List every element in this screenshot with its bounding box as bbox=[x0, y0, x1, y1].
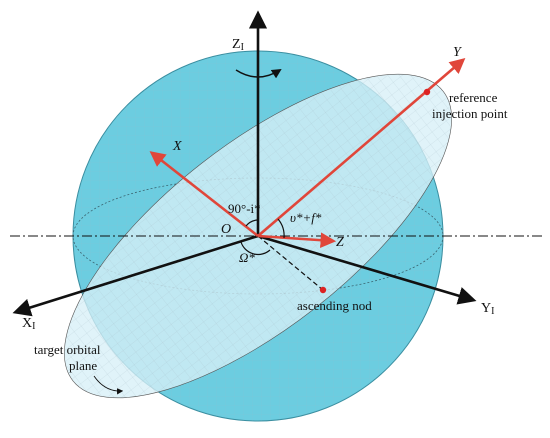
sum-angle-arc bbox=[277, 218, 285, 239]
raan-angle-arc bbox=[240, 241, 271, 256]
label-sum-angle: υ*+f* bbox=[290, 210, 322, 225]
injection-point-dot bbox=[423, 88, 431, 96]
label-ascending-node: ascending nod bbox=[297, 298, 372, 313]
label-origin: O bbox=[221, 222, 231, 237]
z-axis bbox=[257, 232, 337, 248]
target-plane-pointer bbox=[93, 375, 124, 395]
label-inclination-angle: 90°-i* bbox=[228, 201, 261, 216]
ascending-node-dot bbox=[319, 286, 327, 294]
x-axis bbox=[149, 151, 259, 238]
label-zi: ZI bbox=[232, 37, 244, 53]
label-target-plane-2: plane bbox=[69, 358, 97, 373]
label-x: X bbox=[172, 139, 182, 154]
label-injection-point: injection point bbox=[432, 106, 508, 121]
label-z: Z bbox=[336, 235, 344, 250]
label-reference: reference bbox=[449, 90, 498, 105]
xi-axis bbox=[12, 234, 259, 317]
label-y: Y bbox=[453, 45, 463, 60]
label-yi: YI bbox=[481, 301, 494, 317]
label-xi: XI bbox=[22, 316, 35, 332]
label-target-plane-1: target orbital bbox=[34, 342, 101, 357]
y-axis bbox=[257, 57, 466, 237]
inclination-angle-arc bbox=[245, 219, 259, 227]
label-raan-angle: Ω* bbox=[239, 250, 255, 265]
yi-axis bbox=[257, 234, 477, 305]
ascending-node-line bbox=[257, 235, 324, 291]
